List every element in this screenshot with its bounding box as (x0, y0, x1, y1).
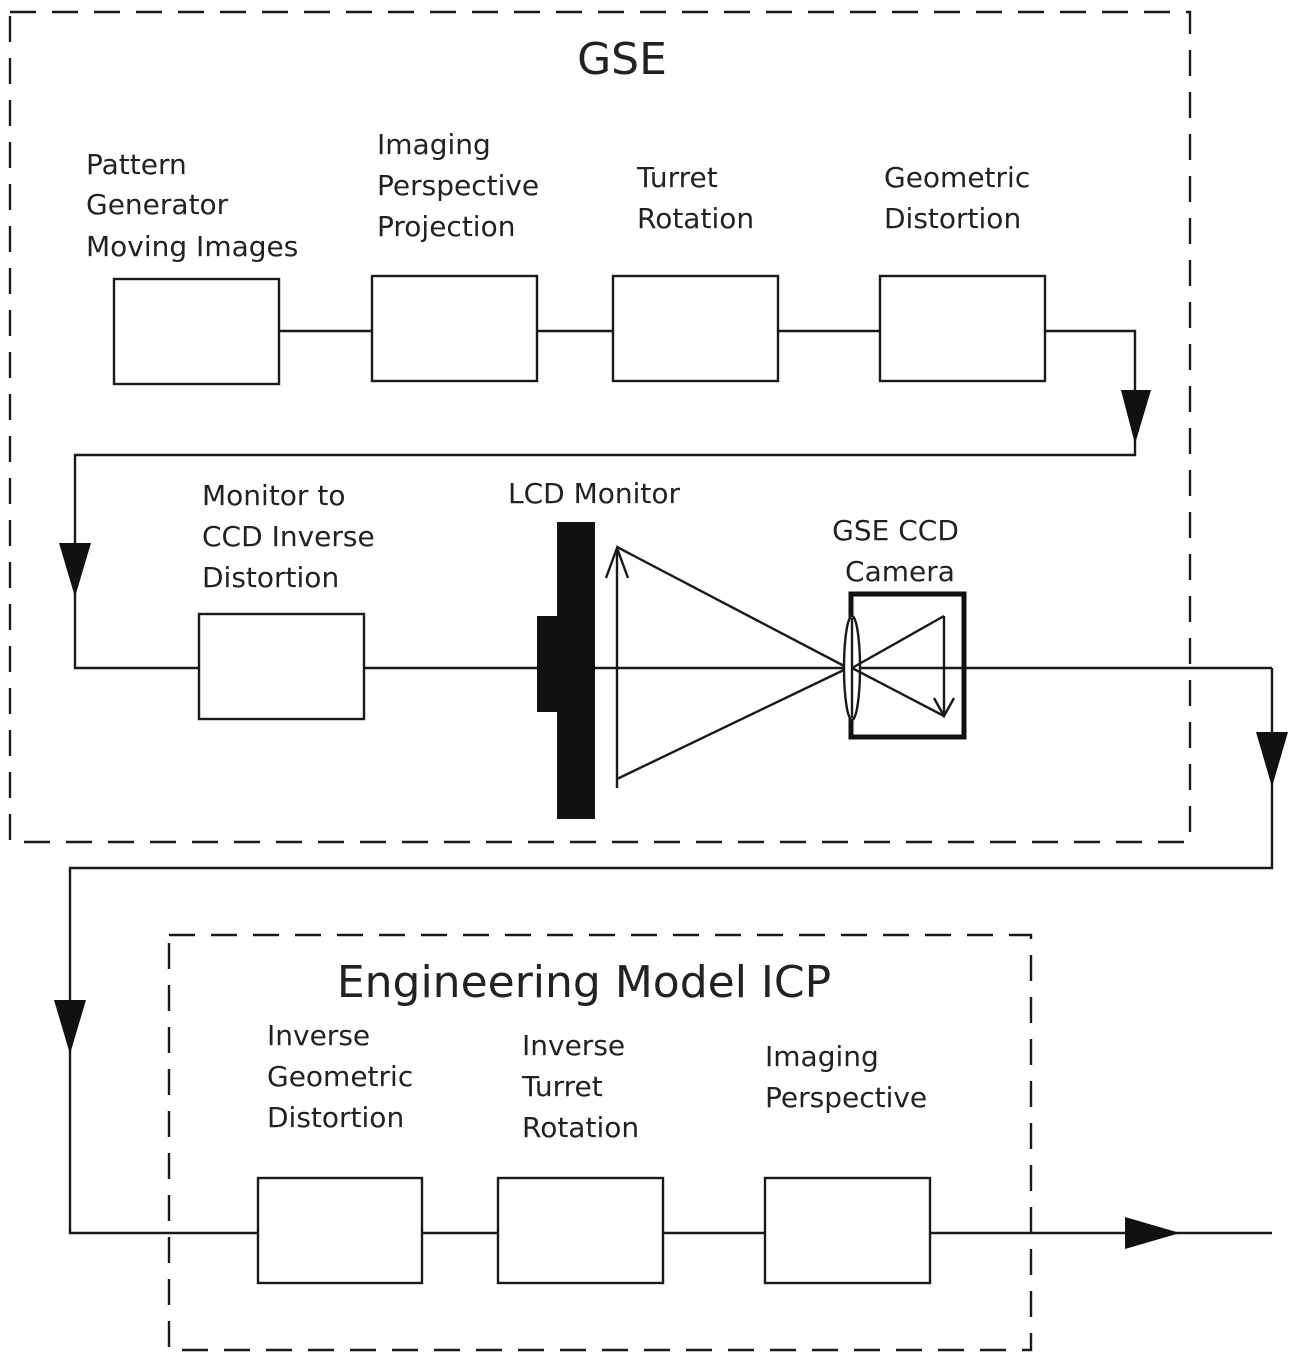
turret-rotation-label: Turret Rotation (636, 161, 754, 235)
image-arrow-head (932, 697, 956, 719)
inverse-turret-rotation-label: Inverse Turret Rotation (521, 1029, 639, 1144)
flow-line-gse-to-icp (68, 668, 1274, 1235)
gse-title: GSE (577, 34, 667, 85)
lcd-monitor-screen (557, 522, 595, 819)
inverse-turret-rotation-box (496, 1176, 665, 1285)
inverse-geometric-distortion-label: Inverse Geometric Distortion (267, 1019, 422, 1134)
icp-container (167, 933, 1033, 1352)
pattern-generator-label: Pattern Generator Moving Images (86, 148, 298, 263)
lcd-monitor-label: LCD Monitor (508, 477, 681, 510)
ray-line (851, 614, 945, 670)
monitor-to-ccd-label: Monitor to CCD Inverse Distortion (202, 479, 384, 594)
flow-line-row1-to-row2 (73, 329, 1137, 670)
imaging-perspective-projection-label: Imaging Perspective Projection (377, 128, 548, 243)
output-arrow (1125, 1217, 1180, 1249)
flow-arrow-down (59, 543, 91, 597)
lcd-monitor-stand (537, 616, 559, 712)
imaging-perspective-projection-box (370, 274, 539, 383)
gse-ccd-camera-label: GSE CCD Camera (832, 514, 968, 588)
flow-arrow-down (1121, 390, 1151, 444)
imaging-perspective-label: Imaging Perspective (765, 1040, 927, 1114)
ray-line (616, 666, 849, 781)
imaging-perspective-box (763, 1176, 932, 1285)
gse-container (8, 10, 1192, 844)
flow-arrow-down (1256, 732, 1288, 787)
flow-arrow-down (54, 1000, 86, 1054)
turret-rotation-box (611, 274, 780, 383)
pattern-generator-box (112, 277, 281, 386)
geometric-distortion-box (878, 274, 1047, 383)
ray-line (851, 666, 945, 718)
icp-title: Engineering Model ICP (337, 957, 831, 1008)
monitor-to-ccd-box (197, 612, 366, 721)
gse-ccd-camera-body (848, 591, 967, 740)
ray-line (616, 545, 849, 670)
inverse-geometric-distortion-box (256, 1176, 424, 1285)
geometric-distortion-label: Geometric Distortion (884, 161, 1039, 235)
